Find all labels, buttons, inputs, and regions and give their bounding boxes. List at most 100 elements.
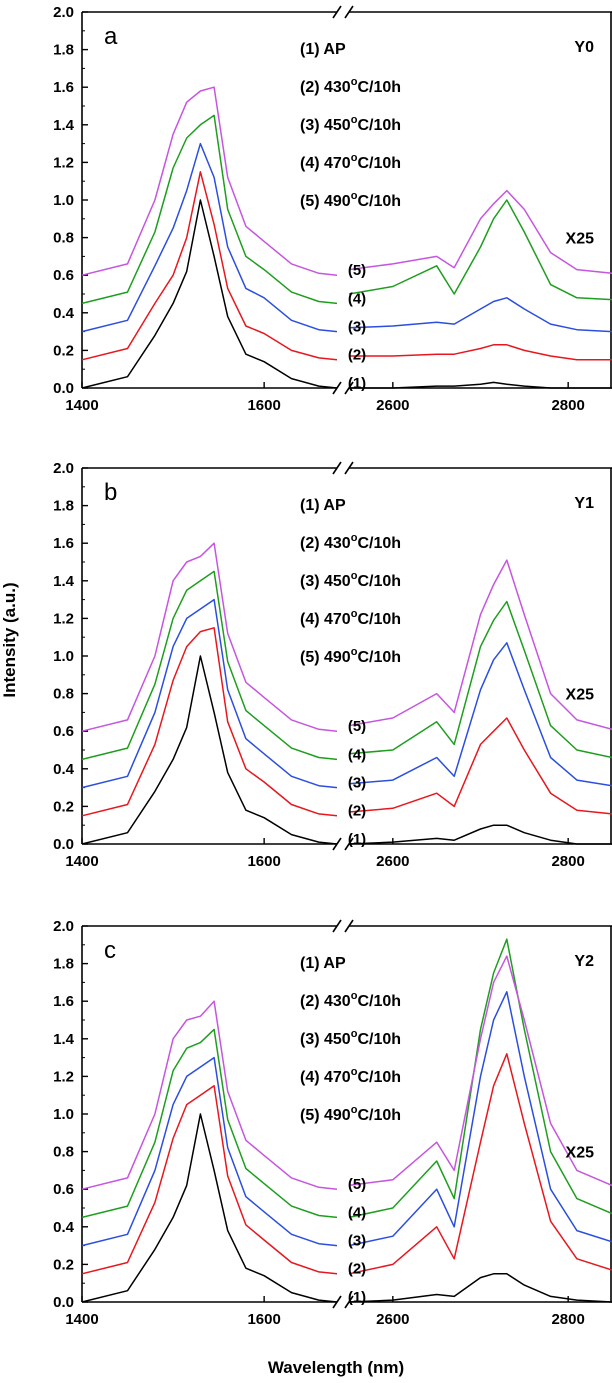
x-tick-label: 2800 — [551, 853, 584, 870]
series-line-4-right — [348, 199, 612, 301]
y-tick-label: 1.4 — [53, 1031, 75, 1048]
panel-letter: b — [104, 479, 117, 506]
legend-item: (5) 490oC/10h — [300, 646, 401, 666]
series-line-1-right — [349, 381, 612, 389]
y-tick-label: 0.6 — [53, 1181, 74, 1198]
panel-letter: c — [104, 937, 116, 964]
y-tick-label: 1.0 — [53, 192, 74, 209]
curve-label: (5) — [348, 1176, 366, 1193]
curve-label: (2) — [348, 803, 366, 820]
curve-label: (1) — [348, 831, 366, 848]
x-tick-label: 2800 — [551, 397, 584, 414]
y-tick-label: 1.4 — [53, 573, 75, 590]
curve-label: (4) — [348, 746, 366, 763]
panel-letter: a — [104, 23, 118, 50]
series-line-5-right — [348, 189, 612, 275]
series-line-4-right — [348, 938, 612, 1219]
series-line-2-right — [348, 1053, 612, 1275]
axis-break-mark — [344, 5, 354, 19]
series-line-5-left — [81, 1000, 338, 1190]
axis-break-mark — [332, 461, 342, 475]
y-tick-label: 2.0 — [53, 4, 74, 21]
y-tick-label: 0.8 — [53, 1144, 74, 1161]
y-axis-title: Intensity (a.u.) — [0, 582, 19, 697]
series-line-4-right — [348, 600, 612, 759]
series-line-1-left — [81, 1113, 338, 1303]
curve-label: (2) — [348, 1261, 366, 1278]
curve-label: (2) — [348, 347, 366, 364]
scale-note: X25 — [566, 1145, 595, 1162]
curve-label: (4) — [348, 1204, 366, 1221]
sample-label: Y0 — [574, 39, 594, 56]
curve-label: (4) — [348, 290, 366, 307]
y-tick-label: 1.2 — [53, 1068, 74, 1085]
x-tick-label: 2600 — [376, 1311, 409, 1328]
series-line-3-right — [348, 297, 612, 333]
scale-note: X25 — [566, 231, 595, 248]
y-tick-label: 0.2 — [53, 798, 74, 815]
axis-break-mark — [332, 919, 342, 933]
series-line-2-right — [348, 717, 612, 815]
y-tick-label: 2.0 — [53, 460, 74, 477]
curve-label: (1) — [348, 375, 366, 392]
y-tick-label: 0.4 — [53, 761, 75, 778]
series-line-2-right — [349, 344, 612, 361]
y-tick-label: 1.6 — [53, 79, 74, 96]
axis-break-mark — [344, 919, 354, 933]
legend-item: (2) 430oC/10h — [300, 532, 401, 552]
legend-item: (2) 430oC/10h — [300, 990, 401, 1010]
y-tick-label: 0.4 — [53, 1219, 75, 1236]
y-tick-label: 1.8 — [53, 498, 74, 515]
legend-item: (5) 490oC/10h — [300, 190, 401, 210]
curve-label: (3) — [348, 775, 366, 792]
legend-item: (4) 470oC/10h — [300, 152, 401, 172]
series-line-3-left — [81, 598, 338, 789]
x-tick-label: 2600 — [376, 397, 409, 414]
x-axis-title: Wavelength (nm) — [268, 1358, 404, 1377]
y-tick-label: 0.2 — [53, 1256, 74, 1273]
legend-item: (3) 450oC/10h — [300, 570, 401, 590]
legend-item: (3) 450oC/10h — [300, 114, 401, 134]
series-line-1-left — [81, 199, 338, 389]
series-line-1-right — [348, 1273, 612, 1303]
y-tick-label: 1.8 — [53, 42, 74, 59]
x-tick-label: 1600 — [247, 397, 280, 414]
legend-item: (4) 470oC/10h — [300, 608, 401, 628]
series-line-4-left — [81, 114, 338, 305]
series-line-5-left — [81, 86, 338, 276]
x-tick-label: 1400 — [65, 853, 98, 870]
legend-item: (5) 490oC/10h — [300, 1104, 401, 1124]
y-tick-label: 0.0 — [53, 1294, 74, 1311]
y-tick-label: 1.4 — [53, 117, 75, 134]
x-tick-label: 1600 — [247, 853, 280, 870]
legend-item: (1) AP — [300, 955, 346, 972]
legend-item: (2) 430oC/10h — [300, 76, 401, 96]
y-tick-label: 1.2 — [53, 154, 74, 171]
y-tick-label: 0.8 — [53, 686, 74, 703]
series-line-3-left — [81, 142, 338, 333]
x-tick-label: 1600 — [247, 1311, 280, 1328]
axis-break-mark — [344, 461, 354, 475]
y-tick-label: 0.6 — [53, 723, 74, 740]
series-line-3-right — [348, 991, 612, 1247]
y-tick-label: 0.4 — [53, 305, 75, 322]
x-tick-label: 1400 — [65, 397, 98, 414]
curve-label: (3) — [348, 319, 366, 336]
y-tick-label: 1.0 — [53, 648, 74, 665]
y-tick-label: 1.2 — [53, 610, 74, 627]
series-line-2-left — [81, 1085, 338, 1275]
curve-label: (5) — [348, 262, 366, 279]
y-tick-label: 0.6 — [53, 267, 74, 284]
x-tick-label: 2800 — [551, 1311, 584, 1328]
scale-note: X25 — [566, 687, 595, 704]
series-line-3-right — [348, 642, 612, 787]
series-line-1-right — [348, 824, 612, 845]
y-tick-label: 0.8 — [53, 230, 74, 247]
y-tick-label: 2.0 — [53, 918, 74, 935]
legend-item: (3) 450oC/10h — [300, 1028, 401, 1048]
series-line-3-left — [81, 1056, 338, 1247]
series-line-2-left — [81, 171, 338, 361]
